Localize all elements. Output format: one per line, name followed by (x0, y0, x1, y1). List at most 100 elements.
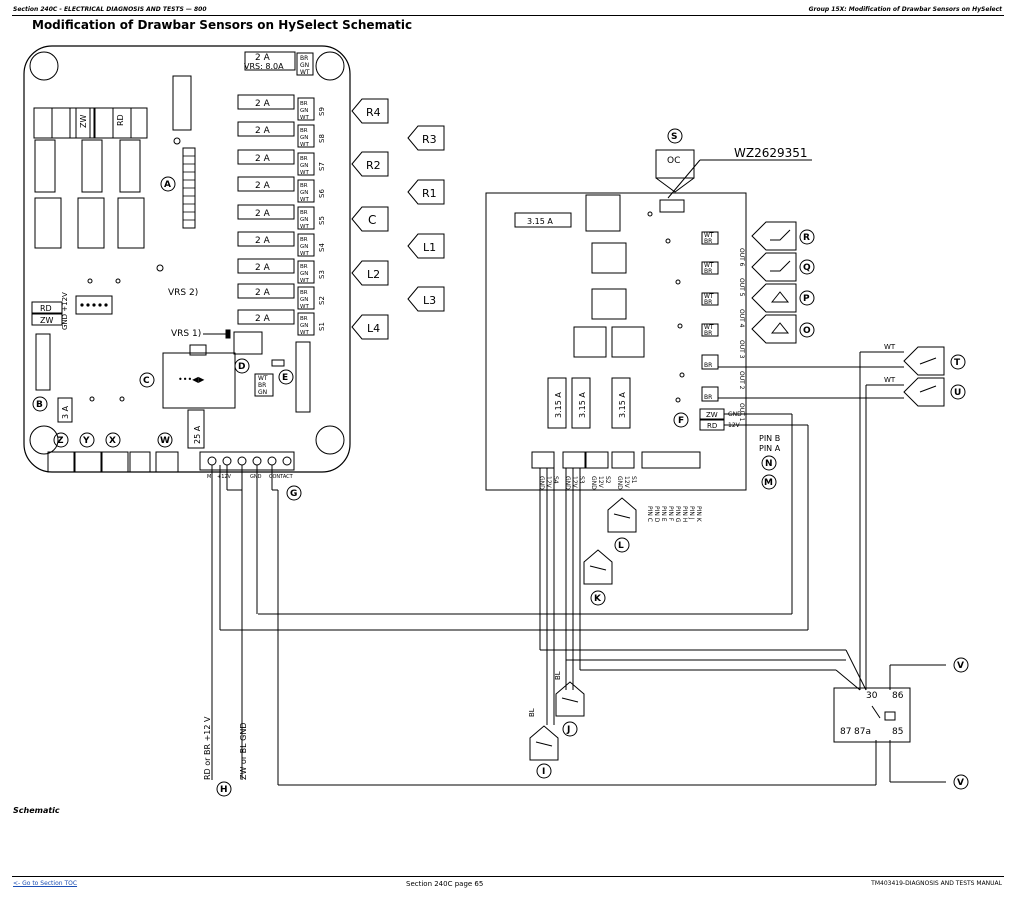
relay-pin-30: 30 (866, 691, 878, 701)
rd-label: RD (40, 304, 52, 313)
callout-l: L (618, 541, 624, 551)
rb-pin-3: GND (564, 476, 571, 490)
relay-pin-87: 87 (840, 727, 851, 737)
vfuse-3: 3.15 A (618, 392, 627, 418)
fuse-s3: 2 A (255, 263, 271, 273)
out3-br: BR (704, 330, 712, 337)
svg-text:GN: GN (258, 389, 267, 396)
go-to-toc-link[interactable]: <- Go to Section TOC (13, 880, 78, 887)
relay: 30 86 87 87a 85 (833, 687, 911, 743)
slot-s7: S7 (318, 162, 326, 171)
svg-text:BR: BR (300, 210, 308, 216)
fuse-s9: 2 A (255, 99, 271, 109)
main-fuse-label: 3.15 A (527, 217, 553, 226)
right-bottom-connectors (531, 451, 701, 469)
manual-id: TM403419-DIAGNOSIS AND TESTS MANUAL (871, 880, 1002, 887)
svg-text:GN: GN (300, 217, 308, 223)
svg-text:WT: WT (300, 115, 309, 121)
callout-t: T (954, 358, 961, 368)
svg-text:WT: WT (300, 69, 310, 76)
rb-pin-6: GND (590, 476, 597, 490)
svg-text:WT: WT (300, 304, 309, 310)
callout-f: F (678, 416, 684, 426)
svg-text:GN: GN (300, 163, 308, 169)
svg-text:WT: WT (300, 170, 309, 176)
callout-m: M (764, 478, 773, 488)
f-rd: RD (707, 422, 717, 430)
slot-s2: S2 (318, 296, 326, 305)
callout-h: H (220, 785, 228, 795)
svg-text:WT: WT (300, 251, 309, 257)
out5-label: OUT 5 (738, 278, 745, 297)
callout-b: B (36, 400, 43, 410)
fuse-s8: 2 A (255, 126, 271, 136)
rb-pin-0: GND (538, 476, 545, 490)
out2-br: BR (704, 362, 712, 369)
fuse-s1: 2 A (255, 314, 271, 324)
pin-g: PIN G (674, 506, 681, 523)
callout-n: N (765, 459, 773, 469)
out-connectors (701, 231, 719, 402)
slot-s5: S5 (318, 216, 326, 225)
callout-u: U (954, 388, 961, 398)
fuse-s2: 2 A (255, 288, 271, 298)
callout-r: R (803, 233, 810, 243)
sensor-l2: L2 (367, 268, 380, 281)
slot-s4: S4 (318, 243, 326, 252)
wiring: WT WT BL BL (203, 343, 946, 786)
relay-pin-85: 85 (892, 727, 903, 737)
fuse-s7: 2 A (255, 154, 271, 164)
sensor-l4: L4 (367, 322, 380, 335)
callout-s: S (671, 132, 677, 142)
sensor-l1: L1 (423, 241, 436, 254)
slot-s8: S8 (318, 134, 326, 143)
zw-label: ZW (40, 316, 53, 325)
callout-z: Z (57, 436, 64, 446)
rb-pin-7: 12V (597, 476, 604, 489)
rb-pin-1: 12V (545, 476, 552, 489)
fuse-s5: 2 A (255, 209, 271, 219)
pin-j: PIN J (688, 506, 695, 520)
callout-w: W (160, 436, 170, 446)
wire-wt-1: WT (884, 343, 896, 351)
svg-text:BR: BR (300, 128, 308, 134)
sensor-r3: R3 (422, 133, 437, 146)
pin-k: PIN K (695, 506, 702, 523)
fuse-rows (237, 94, 295, 325)
sensor-r2: R2 (366, 159, 381, 172)
svg-text:WT: WT (300, 330, 309, 336)
vfuse-1: 3.15 A (554, 392, 563, 418)
callout-e: E (282, 373, 288, 383)
header-right: Group 15X: Modification of Drawbar Senso… (808, 6, 1002, 13)
small-fuse-label: 3 A (61, 405, 70, 419)
svg-text:GN: GN (300, 244, 308, 250)
out3-label: OUT 3 (738, 340, 745, 359)
svg-text:BR: BR (300, 316, 308, 322)
terminal-mi: MI (207, 474, 213, 480)
sensor-r4: R4 (366, 106, 381, 119)
vrs1-label: VRS 1) (171, 329, 201, 339)
out5-wt: WT (704, 262, 714, 269)
fuse-s4: 2 A (255, 236, 271, 246)
header-left: Section 240C - ELECTRICAL DIAGNOSIS AND … (13, 6, 207, 13)
vrs2-label: VRS 2) (168, 288, 198, 298)
vrs-rating: VRS: 8.0A (244, 62, 284, 71)
svg-text:GN: GN (300, 323, 308, 329)
page-title: Modification of Drawbar Sensors on HySel… (32, 18, 413, 32)
svg-text:WT: WT (300, 278, 309, 284)
top-fuse-label: 2 A (255, 53, 271, 63)
rb-pin-8: S2 (604, 476, 611, 484)
oc-label: OC (667, 156, 680, 166)
terminal-gnd: GND (250, 474, 262, 480)
pin-a: PIN A (759, 444, 781, 453)
svg-text:WT: WT (258, 375, 268, 382)
callout-i: I (542, 767, 545, 777)
callout-x: X (109, 436, 116, 446)
out5-br: BR (704, 268, 712, 275)
part-number: WZ2629351 (734, 146, 808, 160)
left-control-board: 2 A VRS: 8.0A BR GN WT ZW RD (23, 45, 351, 480)
out1-label: OUT 1 (738, 403, 745, 422)
svg-text:BR: BR (300, 290, 308, 296)
figure-caption: Schematic (13, 806, 60, 815)
